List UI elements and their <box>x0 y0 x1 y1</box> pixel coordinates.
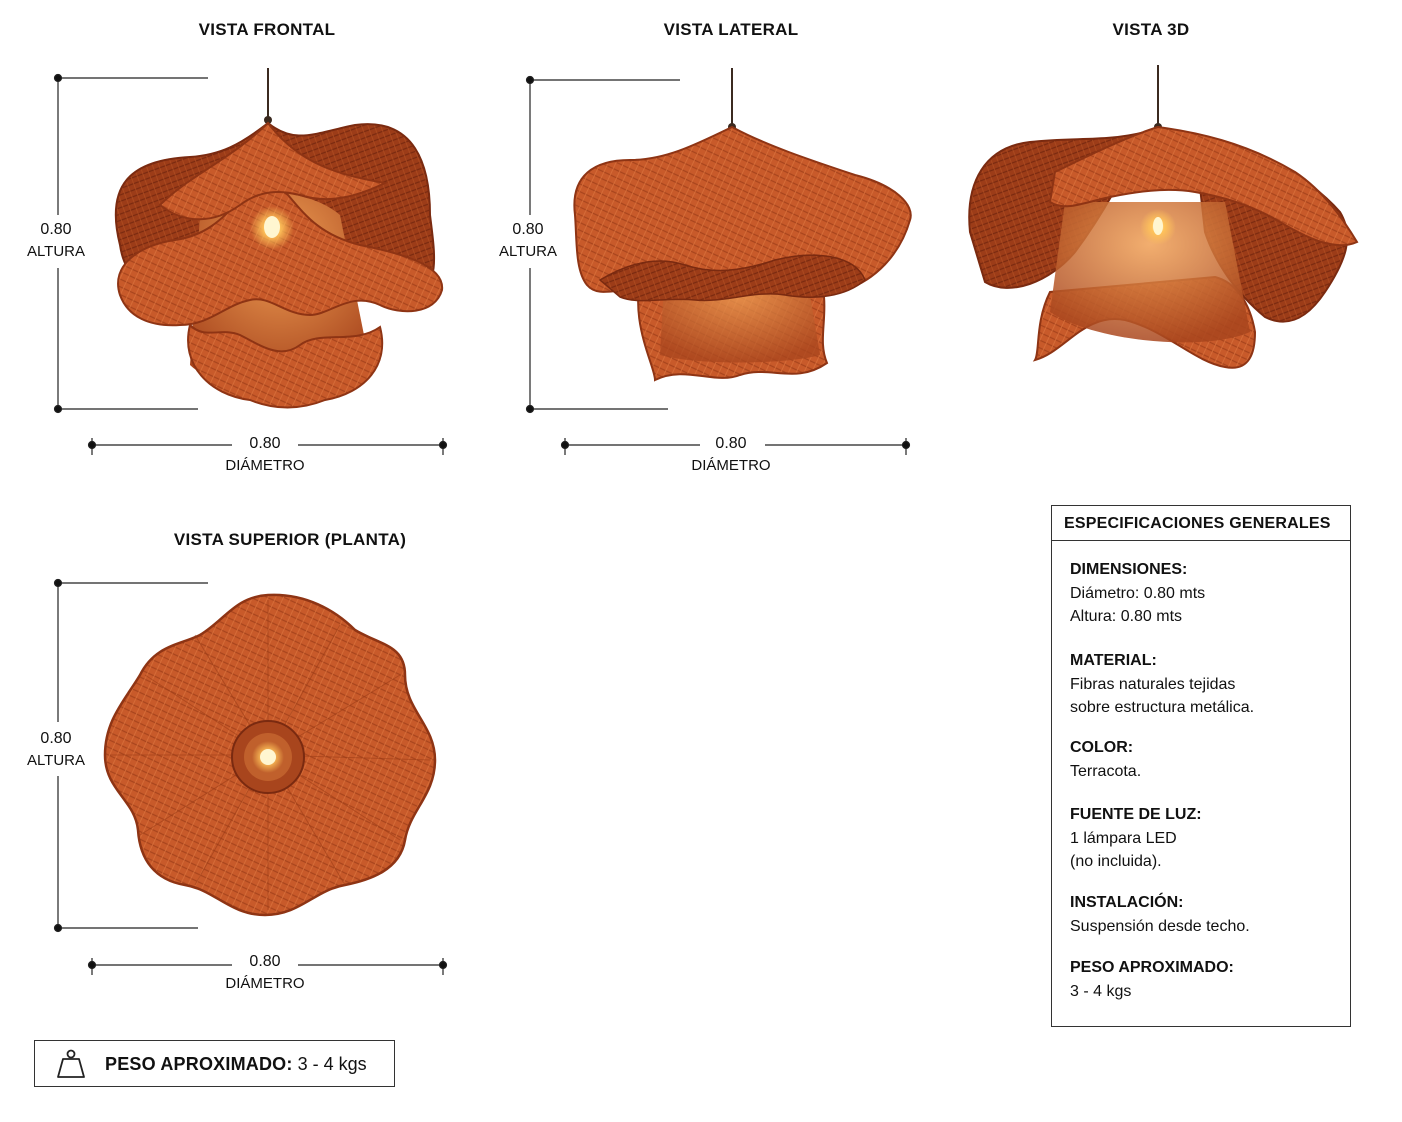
top-diameter-value: 0.80 <box>249 953 281 970</box>
front-diameter-value: 0.80 <box>249 435 281 452</box>
spec-dimensiones-heading: DIMENSIONES: <box>1070 561 1188 578</box>
front-height-value: 0.80 <box>40 221 72 238</box>
spec-instalacion-line-1: Suspensión desde techo. <box>1070 917 1250 935</box>
top-diameter-label: DIÁMETRO <box>225 975 305 992</box>
view-title-front: VISTA FRONTAL <box>198 20 336 39</box>
front-height-dim: 0.80 ALTURA <box>16 219 96 263</box>
view-title-top: VISTA SUPERIOR (PLANTA) <box>173 530 407 549</box>
spec-dimensiones-line-2: Altura: 0.80 mts <box>1070 608 1183 625</box>
spec-instalacion: INSTALACIÓN: Suspensión desde techo. <box>1070 891 1250 938</box>
top-height-label: ALTURA <box>26 752 86 769</box>
spec-dimensiones: DIMENSIONES: Diámetro: 0.80 mts Altura: … <box>1070 558 1205 629</box>
top-height-value: 0.80 <box>40 730 72 747</box>
spec-peso: PESO APROXIMADO: 3 - 4 kgs <box>1070 956 1234 1003</box>
spec-fuente-heading: FUENTE DE LUZ: <box>1070 806 1202 823</box>
spec-dimensiones-line-1: Diámetro: 0.80 mts <box>1070 584 1206 602</box>
spec-material: MATERIAL: Fibras naturales tejidas sobre… <box>1070 649 1254 720</box>
top-diameter-dim: 0.80 DIÁMETRO <box>225 951 305 995</box>
weight-value: 3 - 4 kgs <box>297 1054 367 1074</box>
spec-color: COLOR: Terracota. <box>1070 736 1141 783</box>
weight-label: PESO APROXIMADO: <box>105 1054 293 1074</box>
spec-peso-line-1: 3 - 4 kgs <box>1070 982 1132 1000</box>
side-height-label: ALTURA <box>498 243 558 260</box>
spec-material-heading: MATERIAL: <box>1070 652 1157 669</box>
spec-color-line-1: Terracota. <box>1070 762 1142 780</box>
side-diameter-value: 0.80 <box>715 435 747 452</box>
spec-instalacion-heading: INSTALACIÓN: <box>1070 894 1184 911</box>
spec-peso-heading: PESO APROXIMADO: <box>1070 959 1234 976</box>
top-height-dim: 0.80 ALTURA <box>16 728 96 772</box>
lamp-front-image <box>114 68 444 409</box>
spec-material-line-2: sobre estructura metálica. <box>1070 699 1255 716</box>
spec-color-heading: COLOR: <box>1070 739 1134 756</box>
view-title-side: VISTA LATERAL <box>663 20 799 39</box>
weight-icon <box>57 1049 85 1078</box>
side-height-value: 0.80 <box>512 221 544 238</box>
spec-fuente-line-2: (no incluida). <box>1070 853 1162 870</box>
front-height-label: ALTURA <box>26 243 86 260</box>
view-title-3d: VISTA 3D <box>1112 20 1190 39</box>
lamp-top-image <box>103 593 437 917</box>
specs-panel: ESPECIFICACIONES GENERALES DIMENSIONES: … <box>1051 505 1351 1027</box>
side-diameter-label: DIÁMETRO <box>691 457 771 474</box>
side-diameter-dim: 0.80 DIÁMETRO <box>691 433 771 477</box>
front-diameter-label: DIÁMETRO <box>225 457 305 474</box>
side-height-dim: 0.80 ALTURA <box>488 219 568 263</box>
weight-badge: PESO APROXIMADO: 3 - 4 kgs <box>34 1040 395 1087</box>
spec-material-line-1: Fibras naturales tejidas <box>1070 675 1236 693</box>
front-diameter-dim: 0.80 DIÁMETRO <box>225 433 305 477</box>
spec-fuente-line-1: 1 lámpara LED <box>1070 829 1177 847</box>
specs-title: ESPECIFICACIONES GENERALES <box>1052 506 1350 541</box>
spec-fuente: FUENTE DE LUZ: 1 lámpara LED (no incluid… <box>1070 803 1202 874</box>
weight-text: PESO APROXIMADO: 3 - 4 kgs <box>105 1041 367 1088</box>
lamp-side-image <box>573 68 912 382</box>
lamp-3d-image <box>968 65 1359 369</box>
